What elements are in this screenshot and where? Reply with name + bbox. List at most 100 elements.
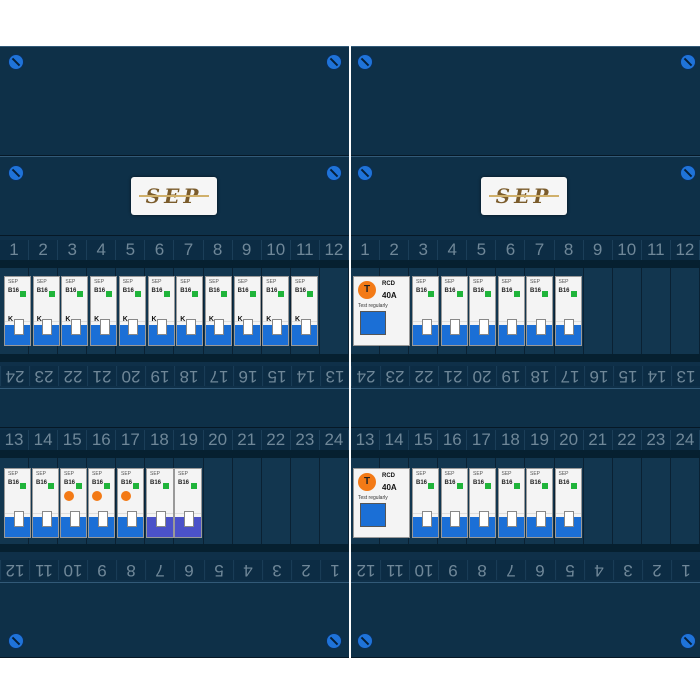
- breaker-lever[interactable]: [147, 511, 173, 537]
- screw-icon[interactable]: [357, 165, 373, 181]
- rating-label: B16: [530, 480, 542, 486]
- rating-label: B16: [416, 288, 428, 294]
- brand-label: SEP: [208, 279, 219, 285]
- test-button[interactable]: [64, 491, 74, 501]
- breaker-lever[interactable]: [177, 319, 203, 345]
- breaker-lever[interactable]: [498, 319, 524, 345]
- slot-number: 12: [351, 560, 381, 580]
- breaker-lever[interactable]: [263, 319, 289, 345]
- slot-number: 7: [174, 240, 204, 260]
- rcd-lever[interactable]: [360, 311, 386, 335]
- slot-number: 13: [351, 430, 381, 450]
- logo-panel: SEP: [0, 156, 349, 236]
- breaker-lever[interactable]: [5, 511, 30, 537]
- breaker-lever[interactable]: [527, 319, 552, 345]
- screw-icon[interactable]: [357, 54, 373, 70]
- breaker-lever[interactable]: [91, 319, 117, 345]
- screw-icon[interactable]: [8, 165, 24, 181]
- breaker-lever[interactable]: [527, 511, 552, 537]
- rcd-lever[interactable]: [360, 503, 386, 527]
- breaker-lever[interactable]: [175, 511, 201, 537]
- breaker-lever[interactable]: [62, 319, 88, 345]
- breaker-lever[interactable]: [33, 511, 58, 537]
- screw-icon[interactable]: [8, 633, 24, 649]
- breaker-lever[interactable]: [413, 319, 438, 345]
- slot-number: 22: [262, 430, 291, 450]
- slot-number: 16: [583, 366, 613, 386]
- breaker-lever[interactable]: [118, 511, 143, 537]
- breaker-lever[interactable]: [234, 319, 260, 345]
- breaker-lever[interactable]: [61, 511, 86, 537]
- breaker-lever[interactable]: [470, 511, 495, 537]
- breaker-lever[interactable]: [148, 319, 174, 345]
- screw-icon[interactable]: [680, 165, 696, 181]
- screw-icon[interactable]: [326, 633, 342, 649]
- test-button[interactable]: [92, 491, 102, 501]
- logo-panel: SEP: [351, 156, 700, 236]
- rating-label: B16: [65, 288, 77, 294]
- breaker-lever[interactable]: [555, 319, 581, 345]
- breaker-lever[interactable]: [441, 511, 467, 537]
- slot-number: 22: [58, 366, 88, 386]
- screw-icon[interactable]: [326, 165, 342, 181]
- rcd-test-button[interactable]: T: [358, 473, 376, 491]
- breaker-lever[interactable]: [441, 319, 467, 345]
- breaker-lever[interactable]: [33, 319, 59, 345]
- breaker-lever[interactable]: [119, 319, 145, 345]
- slot-number-row: 12 11 10 9 8 7 6 5 4 3 2 1: [351, 560, 700, 580]
- slot-number: 24: [671, 430, 700, 450]
- breaker-lever[interactable]: [498, 511, 524, 537]
- breaker-lever[interactable]: [413, 511, 438, 537]
- breaker-lever[interactable]: [470, 319, 495, 345]
- screw-icon[interactable]: [680, 54, 696, 70]
- brand-label: SEP: [122, 279, 133, 285]
- breaker-lever[interactable]: [555, 511, 581, 537]
- test-button[interactable]: [121, 491, 131, 501]
- slot-number: 12: [671, 240, 700, 260]
- rcd-title-label: RCD: [382, 473, 395, 479]
- screw-icon[interactable]: [680, 633, 696, 649]
- breaker-lever[interactable]: [5, 319, 30, 345]
- breaker-lever[interactable]: [292, 319, 317, 345]
- rcd-test-button[interactable]: T: [358, 281, 376, 299]
- breaker-lever[interactable]: [89, 511, 114, 537]
- k-mark-label: K: [208, 316, 214, 323]
- breaker-lever[interactable]: [205, 319, 231, 345]
- screw-icon[interactable]: [357, 633, 373, 649]
- screw-icon[interactable]: [326, 54, 342, 70]
- slot-number: 23: [380, 366, 410, 386]
- screw-icon[interactable]: [8, 54, 24, 70]
